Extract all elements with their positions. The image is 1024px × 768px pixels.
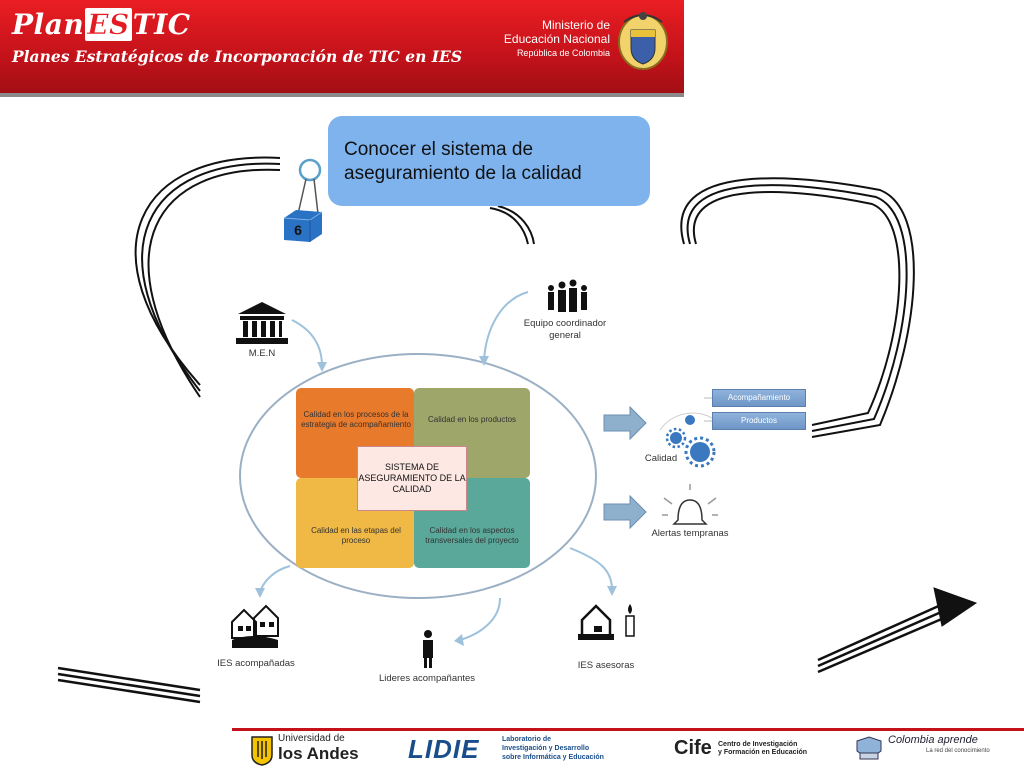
ministry-line3: República de Colombia	[516, 48, 610, 58]
lideres-label: Lideres acompañantes	[378, 673, 476, 684]
lidie-mark: LIDIE	[408, 734, 480, 764]
gears-icon	[659, 412, 716, 468]
system-center-label: SISTEMA DE ASEGURAMIENTO DE LA CALIDAD	[357, 446, 467, 511]
lidie-text: Laboratorio de Investigación y Desarroll…	[502, 735, 604, 762]
lidie-line3: sobre Informática y Educación	[502, 754, 604, 761]
quadrant-bottom-right-label: Calidad en los aspectos transversales de…	[425, 526, 519, 545]
connector-arrows	[259, 291, 613, 641]
brand-suffix: TIC	[132, 8, 191, 41]
men-label: M.E.N	[248, 348, 276, 359]
calidad-label: Calidad	[644, 453, 678, 464]
uniandes-line1: Universidad de	[278, 733, 345, 744]
decorative-arcs	[57, 156, 978, 704]
ies-asesoras-label: IES asesoras	[577, 660, 635, 671]
team-icon	[548, 279, 587, 312]
quadrant-bottom-left-label: Calidad en las etapas del proceso	[311, 526, 401, 545]
colombia-aprende-icon	[856, 736, 882, 760]
cife-line2: y Formación en Educación	[718, 749, 808, 756]
bell-icon	[662, 484, 718, 525]
uniandes-logo: Universidad de los Andes	[278, 733, 359, 763]
footer-logos: Universidad de los Andes LIDIE Laborator…	[232, 728, 1024, 768]
coat-of-arms-icon	[618, 12, 668, 70]
button-connectors	[704, 397, 712, 422]
ministry-line2: Educación Nacional	[503, 32, 610, 46]
uniandes-line2: los Andes	[278, 744, 359, 763]
brand-prefix: Plan	[12, 8, 85, 41]
alertas-label: Alertas tempranas	[651, 528, 729, 539]
brand-es: ES	[85, 8, 132, 41]
houses-icon	[231, 604, 279, 648]
person-icon	[423, 630, 433, 668]
team-label: Equipo coordinador general	[523, 318, 607, 341]
lidie-line2: Investigación y Desarrollo	[502, 745, 590, 752]
lidie-line1: Laboratorio de	[502, 736, 552, 743]
productos-box: Productos	[712, 412, 806, 430]
acompanamiento-box: Acompañamiento	[712, 389, 806, 407]
step-number-badge: 6	[294, 222, 302, 238]
cife-text: Centro de Investigación y Formación en E…	[718, 741, 807, 757]
cife-mark: Cife	[674, 737, 712, 759]
ies-acompanadas-label: IES acompañadas	[217, 658, 295, 669]
uniandes-shield-icon	[251, 736, 273, 766]
arrow-to-calidad	[603, 405, 647, 441]
colombia-line2: La red del conocimiento	[926, 748, 990, 754]
colombia-line1: Colombia aprende	[888, 734, 978, 746]
ministry-name: Ministerio de Educación Nacional Repúbli…	[430, 18, 610, 60]
arrow-to-alertas	[603, 494, 647, 530]
objective-callout: Conocer el sistema de aseguramiento de l…	[328, 116, 650, 206]
colombia-aprende-text: Colombia aprende La red del conocimiento	[888, 735, 990, 757]
quadrant-top-left-label: Calidad en los procesos de la estrategia…	[301, 410, 411, 429]
cife-line1: Centro de Investigación	[718, 741, 798, 748]
house-candle-icon	[578, 604, 635, 640]
ministry-line1: Ministerio de	[541, 18, 610, 32]
quadrant-top-right-label: Calidad en los productos	[427, 415, 517, 424]
connector-arrowheads	[255, 356, 617, 646]
header-subtitle: Planes Estratégicos de Incorporación de …	[12, 47, 463, 66]
building-icon	[236, 302, 288, 344]
pin-cube-icon	[283, 158, 323, 242]
